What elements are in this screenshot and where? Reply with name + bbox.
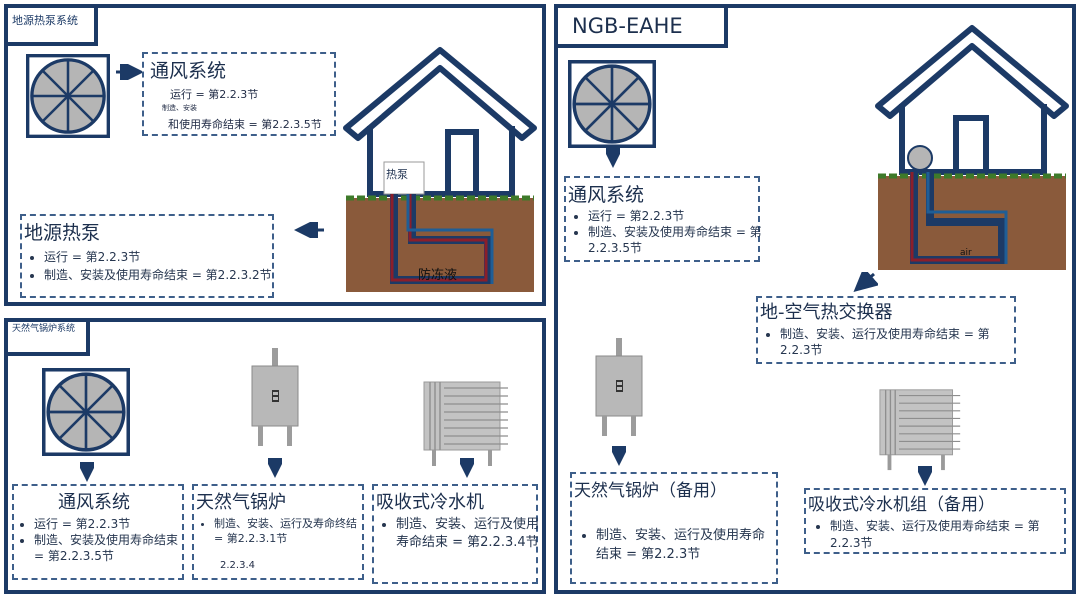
ventilation-fan-icon <box>42 368 130 456</box>
gas-chiller-item: 制造、安装、运行及使用寿命结束 = 第2.2.3.4节 <box>396 516 540 552</box>
ngb-chiller-title: 吸收式冷水机组（备用） <box>808 495 995 515</box>
chiller-icon <box>878 386 964 472</box>
ngb-boiler-list: 制造、安装、运行及使用寿命结束 = 第2.2.3节 <box>580 526 772 564</box>
gas-panel: 天然气锅炉系统 通风系统 运行 = 第2.2.3节 制造、安装及使用寿命结束 =… <box>4 318 546 594</box>
gas-ventilation-item: 运行 = 第2.2.3节 <box>34 516 186 532</box>
gas-chiller-title: 吸收式冷水机 <box>376 492 484 513</box>
heat-pump-list: 运行 = 第2.2.3节 制造、安装及使用寿命结束 = 第2.2.3.2节 <box>28 248 272 284</box>
eahe-title: 地-空气热交换器 <box>760 302 893 323</box>
ngb-boiler-item: 制造、安装、运行及使用寿命结束 = 第2.2.3节 <box>596 526 772 564</box>
ngb-chiller-item: 制造、安装、运行及使用寿命结束 = 第2.2.3节 <box>830 518 1070 552</box>
ngb-ventilation-title: 通风系统 <box>568 184 645 206</box>
arrow-down-icon <box>460 458 474 478</box>
gas-chiller-box: 吸收式冷水机 制造、安装、运行及使用寿命结束 = 第2.2.3.4节 <box>372 484 540 584</box>
antifreeze-label: 防冻液 <box>418 268 458 283</box>
arrow-down-icon <box>606 148 620 168</box>
ngb-house-diagram <box>875 25 1069 270</box>
ngb-ventilation-item: 运行 = 第2.2.3节 <box>588 208 768 224</box>
gas-chiller-list: 制造、安装、运行及使用寿命结束 = 第2.2.3.4节 <box>380 516 540 552</box>
eahe-list: 制造、安装、运行及使用寿命结束 = 第2.2.3节 <box>764 326 1020 358</box>
gas-boiler-extra: 2.2.3.4 <box>220 560 255 571</box>
gshp-ventilation-line2: 制造、安装 <box>162 104 197 112</box>
ngb-boiler-box: 天然气锅炉（备用） 制造、安装、运行及使用寿命结束 = 第2.2.3节 <box>570 472 778 584</box>
air-label: air <box>960 248 972 258</box>
arrow-left-icon <box>294 222 324 238</box>
gas-boiler-item: 制造、安装、运行及寿命终结 = 第2.2.3.1节 <box>214 516 366 546</box>
eahe-item: 制造、安装、运行及使用寿命结束 = 第2.2.3节 <box>780 326 1020 358</box>
gas-ventilation-title: 通风系统 <box>58 492 130 513</box>
arrow-down-icon <box>612 446 626 466</box>
gas-boiler-box: 天然气锅炉 制造、安装、运行及寿命终结 = 第2.2.3.1节 2.2.3.4 <box>192 484 364 580</box>
ngb-title-text: NGB-EAHE <box>572 14 683 38</box>
gshp-title-text: 地源热泵系统 <box>12 14 78 27</box>
arrow-right-icon <box>116 64 144 80</box>
gas-boiler-title: 天然气锅炉 <box>196 492 286 513</box>
ngb-ventilation-list: 运行 = 第2.2.3节 制造、安装及使用寿命结束 = 第2.2.3.5节 <box>572 208 768 256</box>
arrow-down-icon <box>918 466 932 486</box>
heat-pump-label: 热泵 <box>386 168 408 181</box>
arrow-diagonal-icon <box>853 272 878 292</box>
ngb-chiller-box: 吸收式冷水机组（备用） 制造、安装、运行及使用寿命结束 = 第2.2.3节 <box>804 488 1066 554</box>
arrow-down-icon <box>268 458 282 478</box>
ngb-boiler-title: 天然气锅炉（备用） <box>574 481 727 501</box>
heat-pump-item: 运行 = 第2.2.3节 <box>44 248 272 266</box>
ngb-panel-title: NGB-EAHE <box>558 8 728 48</box>
boiler-icon <box>594 336 644 440</box>
ventilation-fan-icon <box>568 60 656 148</box>
boiler-icon <box>250 348 300 448</box>
gshp-house-diagram <box>343 47 537 292</box>
ngb-chiller-list: 制造、安装、运行及使用寿命结束 = 第2.2.3节 <box>814 518 1070 552</box>
gas-ventilation-box: 通风系统 运行 = 第2.2.3节 制造、安装及使用寿命结束 = 第2.2.3.… <box>12 484 184 580</box>
arrow-down-icon <box>80 462 94 482</box>
gas-panel-title: 天然气锅炉系统 <box>8 322 90 356</box>
ngb-panel: NGB-EAHE 通风系统 运行 = 第2.2.3节 制造、安装及使用寿命结束 … <box>554 4 1076 594</box>
heat-pump-box: 地源热泵 运行 = 第2.2.3节 制造、安装及使用寿命结束 = 第2.2.3.… <box>20 214 274 298</box>
gas-title-text: 天然气锅炉系统 <box>12 324 76 334</box>
gshp-ventilation-line3: 和使用寿命结束 = 第2.2.3.5节 <box>168 118 322 131</box>
gshp-ventilation-box: 通风系统 运行 = 第2.2.3节 制造、安装 和使用寿命结束 = 第2.2.3… <box>142 52 336 136</box>
gshp-panel-title: 地源热泵系统 <box>8 8 98 46</box>
gas-ventilation-item: 制造、安装及使用寿命结束 = 第2.2.3.5节 <box>34 532 186 564</box>
eahe-box: 地-空气热交换器 制造、安装、运行及使用寿命结束 = 第2.2.3节 <box>756 296 1016 364</box>
gas-boiler-list: 制造、安装、运行及寿命终结 = 第2.2.3.1节 <box>198 516 366 546</box>
ventilation-fan-icon <box>26 54 110 138</box>
heat-pump-item: 制造、安装及使用寿命结束 = 第2.2.3.2节 <box>44 266 272 284</box>
gshp-ventilation-title: 通风系统 <box>150 60 227 82</box>
gas-ventilation-list: 运行 = 第2.2.3节 制造、安装及使用寿命结束 = 第2.2.3.5节 <box>18 516 186 564</box>
heat-pump-title: 地源热泵 <box>24 222 101 244</box>
ngb-ventilation-item: 制造、安装及使用寿命结束 = 第2.2.3.5节 <box>588 224 768 256</box>
gshp-ventilation-line1: 运行 = 第2.2.3节 <box>170 88 259 101</box>
gshp-panel: 地源热泵系统 通风系统 运行 = 第2.2.3节 制造、安装 和使用寿命结束 =… <box>4 4 546 306</box>
ngb-ventilation-box: 通风系统 运行 = 第2.2.3节 制造、安装及使用寿命结束 = 第2.2.3.… <box>564 176 762 262</box>
chiller-icon <box>422 378 512 468</box>
